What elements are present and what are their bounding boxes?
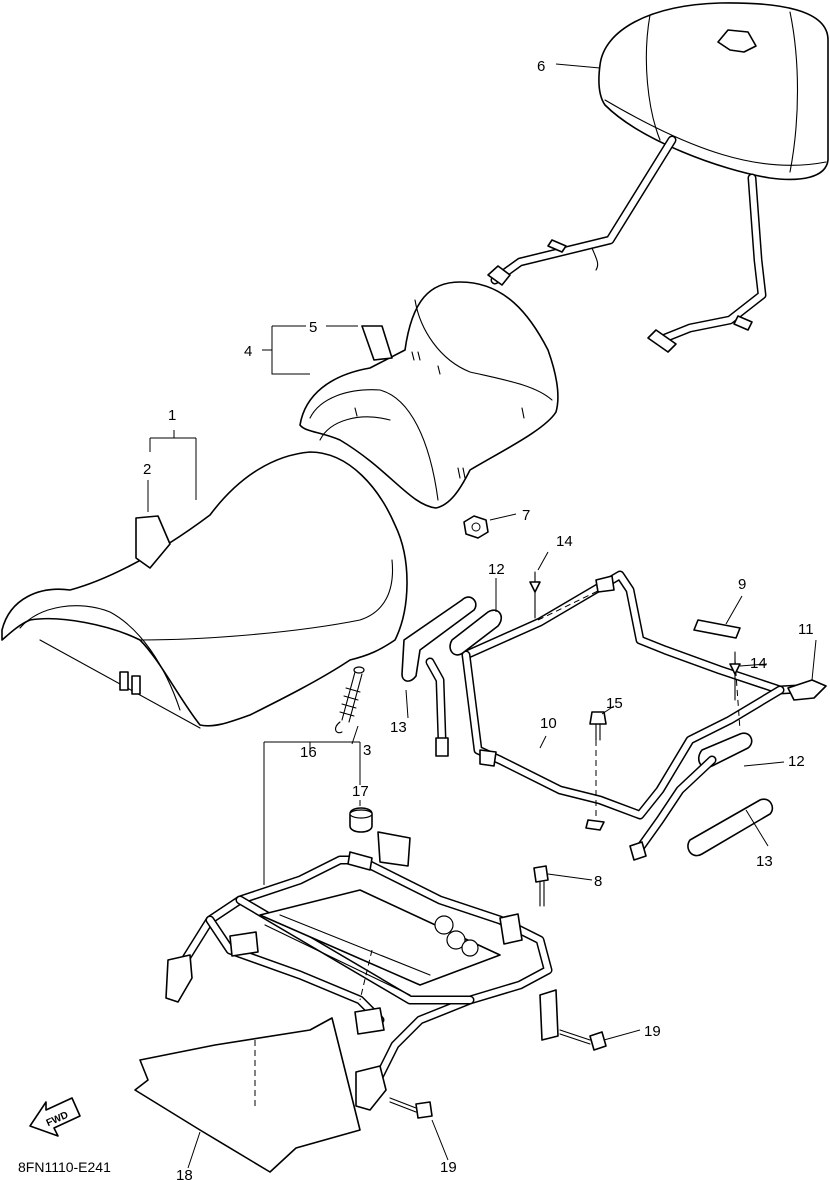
bolt-19-right[interactable] — [559, 1029, 607, 1051]
callout-14-upper: 14 — [556, 533, 573, 550]
callout-8: 8 — [594, 873, 602, 890]
bolt-19-lower[interactable] — [389, 1097, 433, 1119]
strip[interactable] — [693, 619, 741, 639]
callout-1: 1 — [168, 407, 176, 424]
callout-19-right: 19 — [644, 1023, 661, 1040]
callout-16: 16 — [300, 744, 317, 761]
callout-18: 18 — [176, 1167, 193, 1180]
callout-6: 6 — [537, 58, 545, 75]
callout-labels: 1 2 3 4 5 6 7 8 9 10 11 12 12 13 13 14 1… — [143, 58, 814, 1180]
seat-lock-spring[interactable] — [334, 666, 365, 734]
callout-5: 5 — [309, 319, 317, 336]
seat-bracket-frame[interactable] — [461, 570, 827, 831]
callout-9: 9 — [738, 576, 746, 593]
callout-10: 10 — [540, 715, 557, 732]
callout-15: 15 — [606, 695, 623, 712]
bolt-8[interactable] — [533, 865, 549, 907]
bolt-15[interactable] — [589, 711, 607, 741]
forward-direction-arrow: FWD — [29, 1097, 81, 1137]
callout-3: 3 — [363, 742, 371, 759]
leader-lines — [147, 63, 817, 1169]
callout-12-upper: 12 — [488, 561, 505, 578]
callout-12-lower: 12 — [788, 753, 805, 770]
grip-right[interactable] — [629, 732, 774, 861]
pin-left[interactable] — [529, 571, 541, 619]
main-seat[interactable] — [1, 451, 408, 729]
callout-2: 2 — [143, 461, 151, 478]
callout-13-lower: 13 — [756, 853, 773, 870]
rear-seat[interactable] — [299, 281, 559, 509]
callout-14-lower: 14 — [750, 655, 767, 672]
callout-19-lower: 19 — [440, 1159, 457, 1176]
mat[interactable] — [134, 1017, 361, 1173]
backrest-assembly[interactable] — [487, 2, 829, 353]
callout-4: 4 — [244, 343, 252, 360]
pin-right[interactable] — [729, 651, 741, 701]
diagram-code: 8FN1110-E241 — [18, 1159, 111, 1175]
callout-7: 7 — [522, 507, 530, 524]
nut[interactable] — [463, 515, 489, 539]
damper[interactable] — [349, 807, 373, 833]
callout-13-upper: 13 — [390, 719, 407, 736]
callout-11: 11 — [798, 621, 814, 638]
callout-17: 17 — [352, 783, 369, 800]
grip-left[interactable] — [401, 596, 503, 757]
seat-base-frame[interactable] — [165, 831, 559, 1111]
